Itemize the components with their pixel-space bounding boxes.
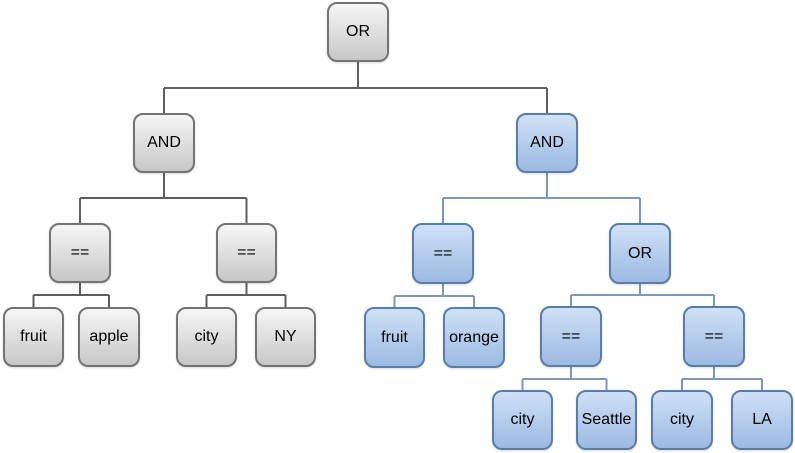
tree-node-city-1: city	[176, 307, 237, 367]
tree-node-label: ==	[237, 244, 256, 261]
tree-node-label: city	[510, 411, 535, 428]
tree-node-apple: apple	[78, 307, 140, 367]
tree-node-eq-4: ==	[540, 306, 602, 367]
tree-node-city-2: city	[492, 390, 553, 450]
tree-node-label: AND	[530, 134, 564, 151]
tree-node-orange: orange	[443, 307, 505, 368]
tree-node-label: fruit	[381, 328, 408, 346]
tree-node-fruit-1: fruit	[3, 307, 64, 367]
tree-node-or-2: OR	[609, 223, 671, 284]
tree-node-label: Seattle	[581, 411, 632, 428]
tree-node-and-right: AND	[516, 113, 578, 173]
tree-node-label: NY	[274, 328, 297, 345]
tree-node-label: ==	[561, 327, 581, 345]
tree-node-label: AND	[147, 134, 181, 151]
tree-node-eq-2: ==	[216, 223, 277, 283]
tree-node-eq-1: ==	[49, 223, 111, 283]
tree-node-city-3: city	[651, 390, 713, 450]
tree-node-label: ==	[704, 327, 724, 345]
tree-node-label: OR	[628, 244, 652, 262]
tree-node-label: fruit	[20, 328, 47, 345]
tree-node-label: OR	[346, 23, 370, 40]
tree-node-label: orange	[449, 328, 499, 346]
tree-node-label: city	[670, 411, 694, 428]
tree-node-label: apple	[89, 328, 129, 345]
tree-node-and-left: AND	[133, 113, 195, 173]
tree-node-eq-3: ==	[412, 223, 474, 284]
tree-node-eq-5: ==	[683, 306, 745, 367]
tree-node-seattle: Seattle	[576, 390, 637, 450]
tree-node-ny: NY	[255, 307, 316, 367]
tree-node-label: ==	[70, 244, 90, 261]
tree-node-fruit-2: fruit	[364, 307, 425, 368]
tree-node-la: LA	[731, 390, 793, 450]
tree-node-or-root: OR	[327, 2, 389, 62]
tree-node-label: city	[194, 328, 219, 345]
tree-node-label: LA	[752, 411, 772, 428]
tree-node-label: ==	[433, 244, 453, 262]
